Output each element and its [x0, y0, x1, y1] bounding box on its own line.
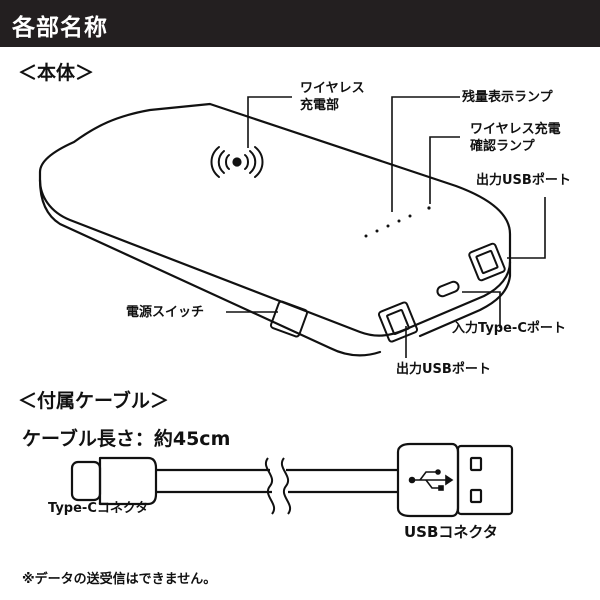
usb-port-right — [468, 242, 506, 282]
label-output-usb-bottom: 出力USBポート — [396, 362, 491, 377]
power-bank-top-face — [38, 102, 512, 337]
power-bank-side — [38, 178, 382, 357]
cable-length-text: ケーブル長さ：約45cm — [22, 428, 231, 450]
usb-port-bottom — [378, 301, 418, 343]
label-output-usb-right: 出力USBポート — [476, 173, 571, 188]
label-wireless-lamp: ワイヤレス充電 確認ランプ — [470, 122, 561, 154]
label-power-switch: 電源スイッチ — [126, 305, 205, 320]
power-switch — [269, 300, 309, 338]
usb-connector — [286, 442, 514, 518]
label-input-typec: 入力Type-Cポート — [452, 321, 566, 336]
footnote: ※データの送受信はできません。 — [22, 572, 217, 587]
typec-connector — [70, 456, 272, 506]
label-typec-connector: Type-Cコネクタ — [48, 501, 149, 516]
label-remaining-lamp: 残量表示ランプ — [462, 90, 553, 105]
section-heading-cable: ＜付属ケーブル＞ — [18, 390, 169, 412]
indicator-lamps — [364, 206, 431, 238]
usb-icon — [408, 469, 454, 491]
typec-port — [436, 280, 460, 298]
title-bar: 各部名称 — [0, 0, 600, 47]
section-heading-body: ＜本体＞ — [18, 62, 95, 84]
label-usb-connector: USBコネクタ — [404, 523, 498, 541]
label-wireless-charger: ワイヤレス 充電部 — [300, 81, 365, 113]
wireless-charging-icon — [210, 146, 264, 178]
page-title: 各部名称 — [12, 15, 108, 41]
